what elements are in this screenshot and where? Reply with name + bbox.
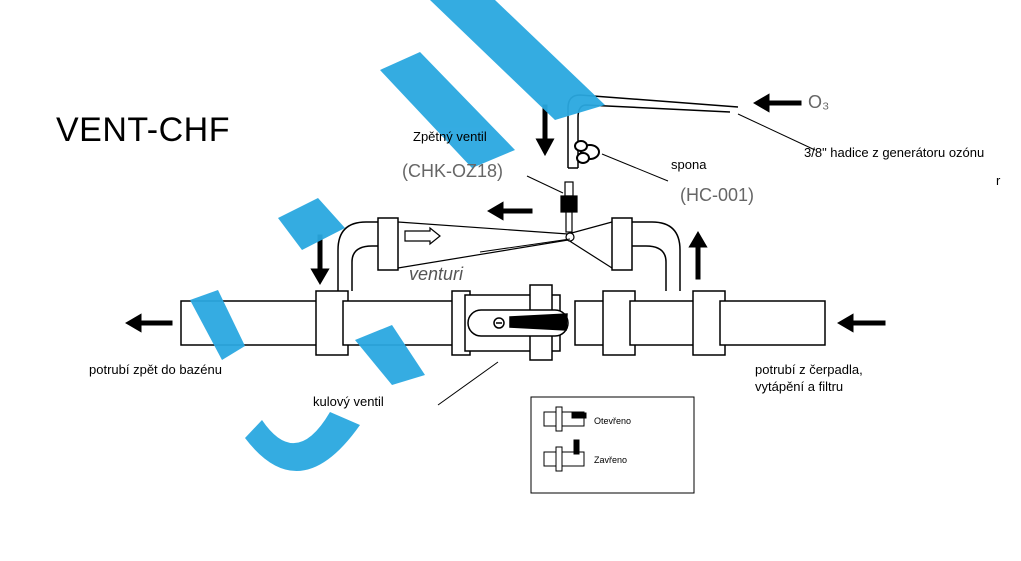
arrow-down-left-icon [310, 234, 330, 285]
arrow-left-outlet-icon [125, 313, 173, 333]
stray-mark: r [996, 173, 1001, 188]
hose-label: 3/8" hadice z generátoru ozónu [804, 145, 985, 160]
legend-box [530, 396, 695, 494]
clamp-icon [574, 140, 600, 164]
clamp-code: (HC-001) [680, 185, 755, 205]
ball-valve-label: kulový ventil [313, 394, 384, 409]
arrow-down-checkvalve-icon [535, 104, 555, 157]
check-valve-label: Zpětný ventil [413, 129, 487, 144]
venturi-body [397, 221, 613, 269]
diagram-title: VENT-CHF [56, 111, 230, 149]
arrow-left-venturi-icon [487, 201, 533, 221]
leader-lines [437, 113, 816, 406]
arrow-left-ozone-icon [753, 93, 802, 113]
left-bypass [337, 217, 399, 291]
ball-valve [467, 284, 569, 361]
watermark [190, 0, 605, 472]
arrow-left-inlet-icon [837, 313, 886, 333]
clamp-label: spona [671, 157, 707, 172]
check-valve-code: (CHK-OZ18) [402, 161, 504, 181]
flow-arrows [125, 93, 886, 333]
inlet-label: potrubí z čerpadla, vytápění a filtru [755, 362, 863, 394]
legend-open-label: Otevřeno [594, 416, 632, 426]
check-valve [560, 181, 578, 233]
ozone-label: O₃ [808, 92, 830, 112]
arrow-up-right-icon [688, 231, 708, 280]
right-bypass [611, 217, 681, 291]
outlet-label: potrubí zpět do bazénu [89, 362, 222, 377]
valve-open-icon [543, 406, 587, 432]
valve-closed-icon [543, 439, 585, 472]
venturi-label: venturi [409, 264, 464, 284]
legend-closed-label: Zavřeno [594, 455, 628, 465]
